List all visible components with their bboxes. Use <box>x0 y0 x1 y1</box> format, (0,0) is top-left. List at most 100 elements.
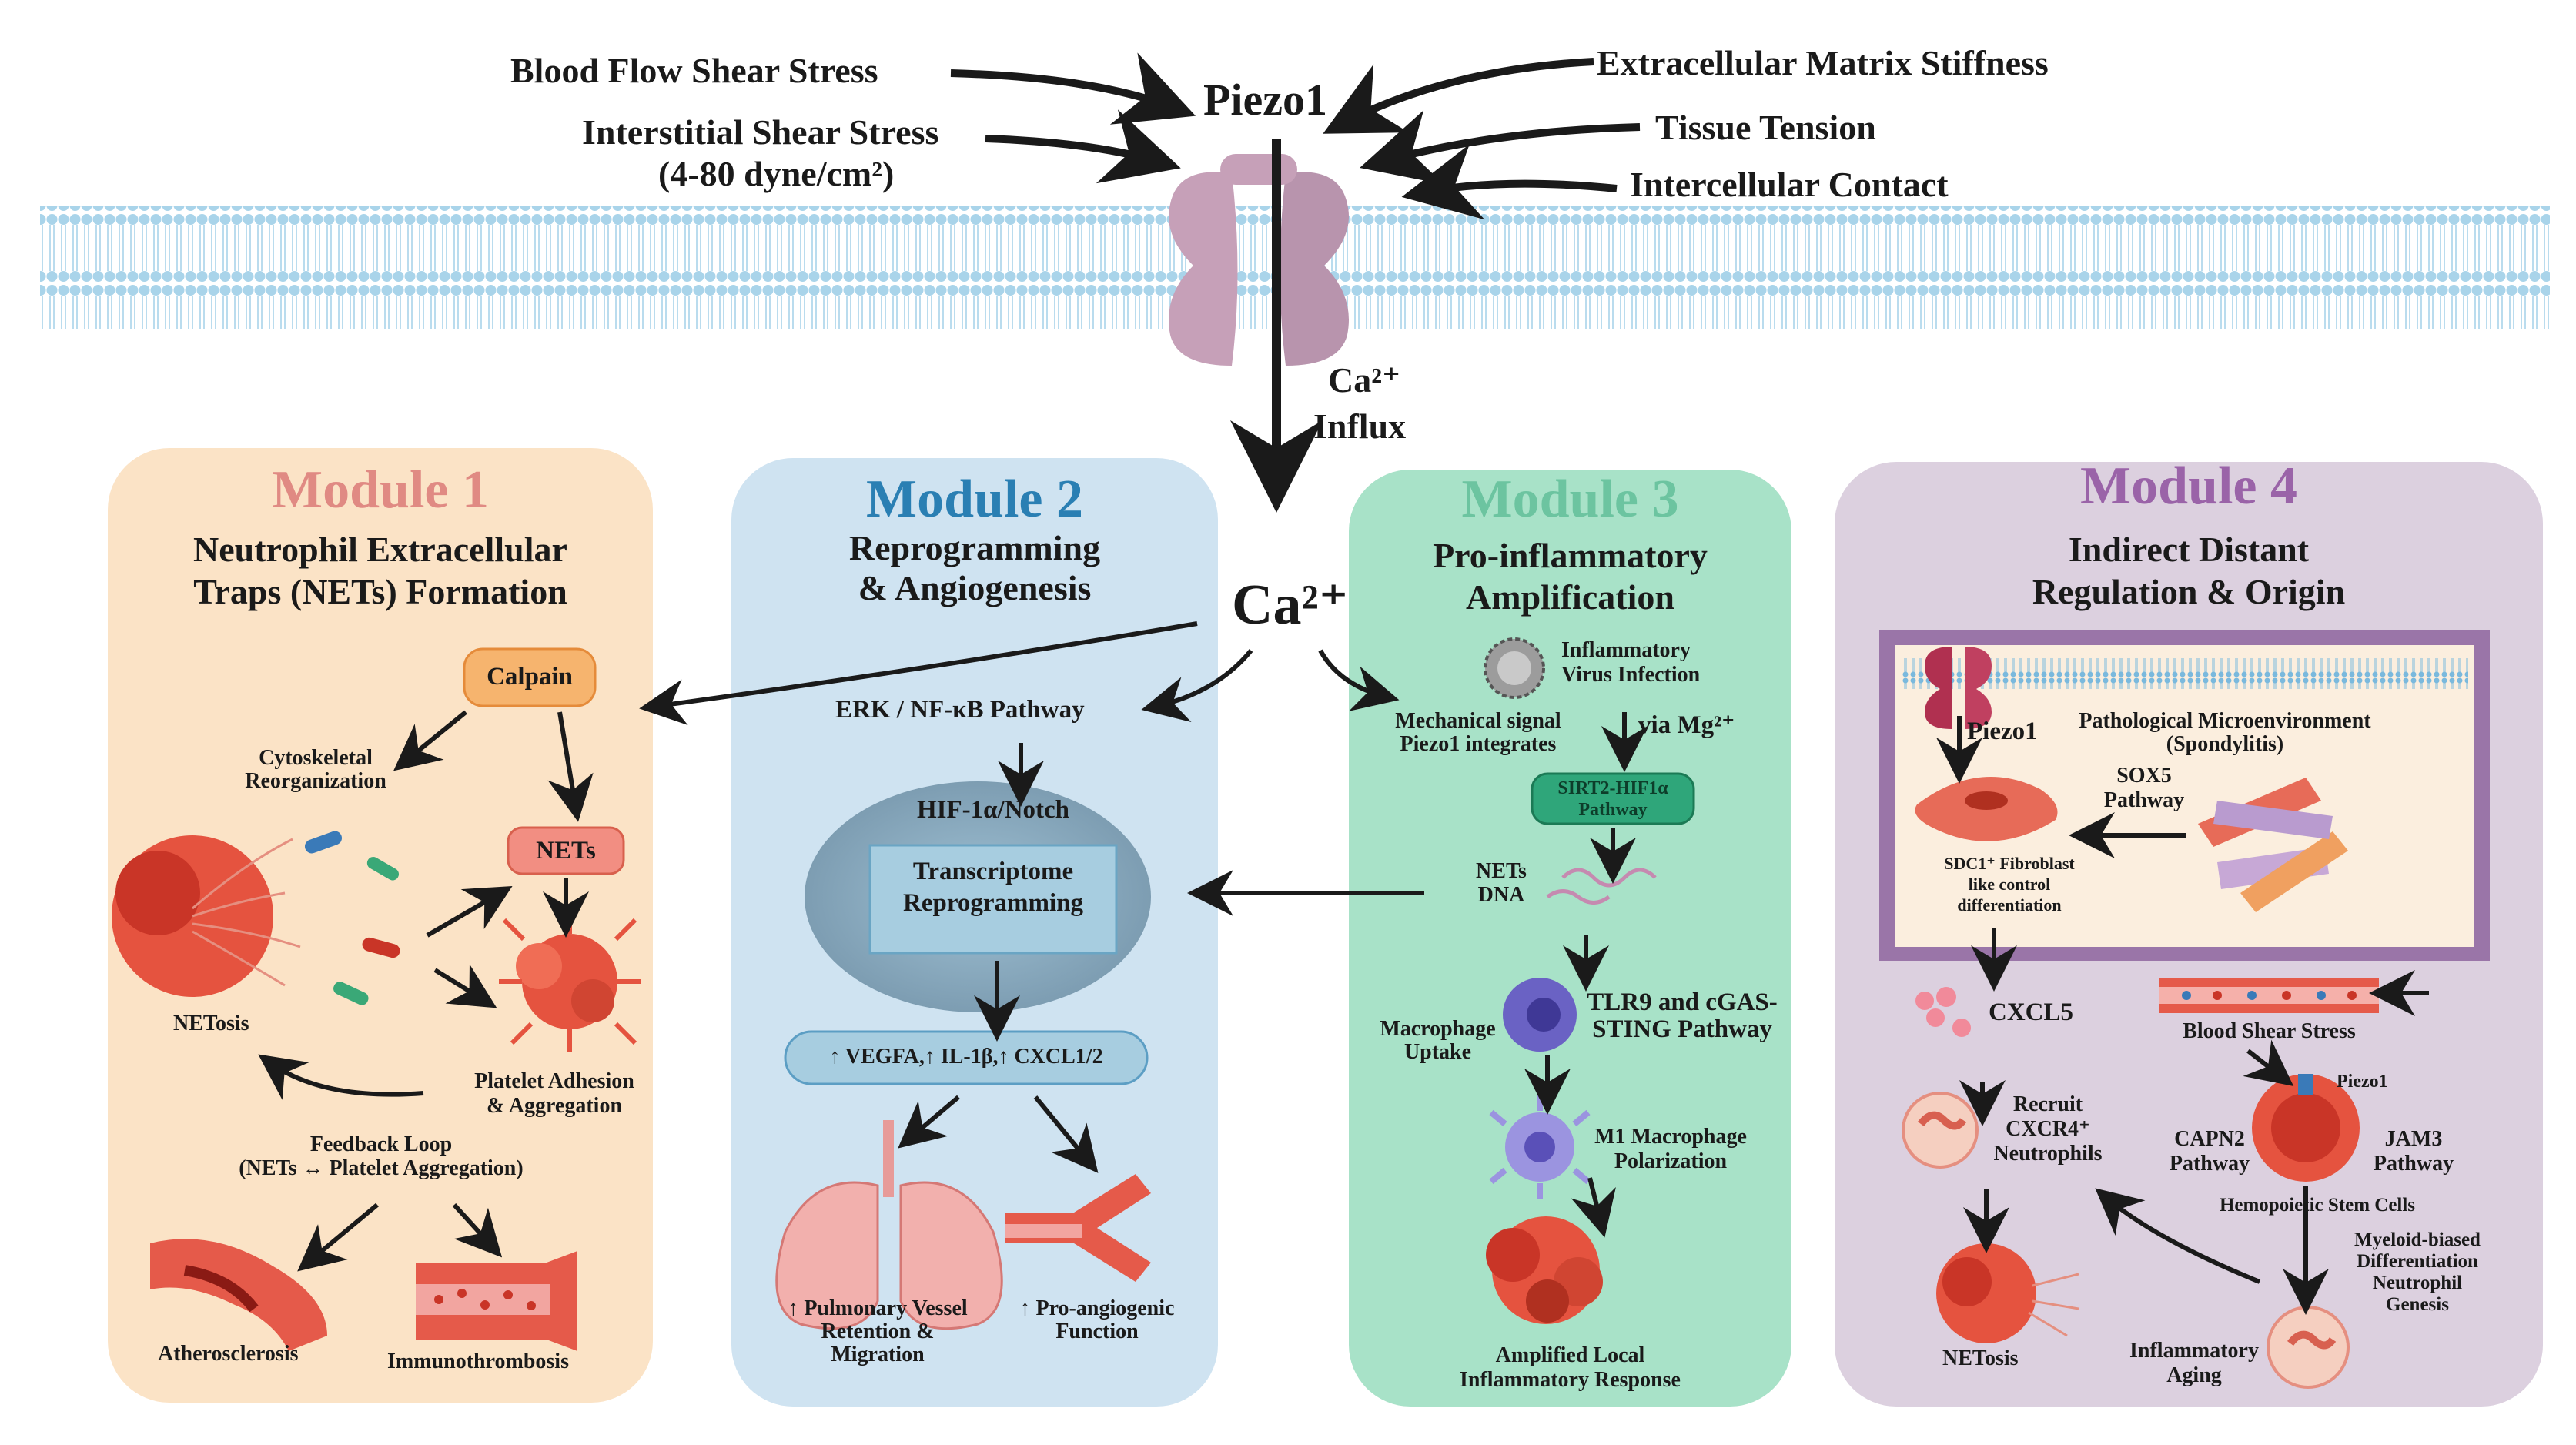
dna-strand-icon <box>1546 868 1657 905</box>
input-tissue: Tissue Tension <box>1655 108 1876 147</box>
patho-2: (Spondylitis) <box>2166 732 2284 756</box>
proangio-1: ↑ Pro-angiogenic <box>1019 1296 1175 1320</box>
blood-shear-label: Blood Shear Stress <box>2183 1019 2356 1043</box>
m4-netosis-label: NETosis <box>1942 1346 2019 1370</box>
piezo1-channel-icon <box>1169 154 1349 366</box>
feedback-1: Feedback Loop <box>309 1132 453 1156</box>
platelet-2: & Aggregation <box>486 1094 623 1118</box>
via-mg: via Mg²⁺ <box>1638 711 1735 739</box>
tlr9-2: STING Pathway <box>1592 1015 1772 1043</box>
module4-title: Module 4 <box>2080 457 2297 516</box>
module1-subtitle-1: Neutrophil Extracellular <box>193 530 567 569</box>
jam3-2: Pathway <box>2373 1152 2454 1176</box>
sirt2-box <box>1531 772 1695 825</box>
macrophage-uptake-1: Macrophage <box>1380 1017 1496 1041</box>
inflammatory-tissue-icon <box>1486 1216 1603 1324</box>
module2-subtitle-2: & Angiogenesis <box>858 568 1092 607</box>
pulmonary-1: ↑ Pulmonary Vessel <box>788 1296 968 1320</box>
mech-1: Mechanical signal <box>1395 709 1561 733</box>
nets-label: NETs <box>536 837 596 865</box>
input-interstitial-range: (4-80 dyne/cm²) <box>658 154 895 193</box>
vegfa-label: ↑ VEGFA,↑ IL-1β,↑ CXCL1/2 <box>829 1045 1103 1069</box>
myeloid-neutrophil-icon <box>2267 1306 2350 1389</box>
vegfa-box <box>784 1030 1149 1085</box>
myeloid-1: Myeloid-biased <box>2354 1229 2481 1250</box>
sirt2-1: SIRT2-HIF1α <box>1557 778 1668 798</box>
sdc1-2: like control <box>1968 875 2051 894</box>
inset-piezo1-icon <box>1925 647 1992 729</box>
netosis-cell-icon <box>112 831 400 1005</box>
inset-piezo1: Piezo1 <box>1967 717 2038 745</box>
influx-label: Influx <box>1313 406 1407 446</box>
cytoskeletal-2: Reorganization <box>245 769 386 793</box>
input-interstitial: Interstitial Shear Stress <box>582 112 939 152</box>
inset-membrane <box>1902 658 2468 689</box>
feedback-2: (NETs ↔ Platelet Aggregation) <box>239 1156 524 1180</box>
piezo1-title: Piezo1 <box>1203 75 1328 125</box>
input-blood-flow: Blood Flow Shear Stress <box>510 51 878 90</box>
atherosclerosis-vessel-icon <box>150 1239 327 1351</box>
nets-dna-1: NETs <box>1476 859 1527 883</box>
macrophage-uptake-2: Uptake <box>1403 1040 1472 1064</box>
platelet-1: Platelet Adhesion <box>474 1069 634 1093</box>
virus-icon <box>1484 637 1545 699</box>
ca-center: Ca²⁺ <box>1232 574 1349 637</box>
m1-2: Polarization <box>1614 1149 1728 1173</box>
cxcl5-label: CXCL5 <box>1989 998 2074 1026</box>
input-ecm: Extracellular Matrix Stiffness <box>1597 43 2049 82</box>
angiogenic-vessel-icon <box>1005 1174 1151 1282</box>
capn2-1: CAPN2 <box>2174 1127 2245 1151</box>
module1-subtitle-2: Traps (NETs) Formation <box>193 572 567 611</box>
cxcl5-dots-icon <box>1915 987 1971 1037</box>
m1-macrophage-icon <box>1489 1095 1591 1199</box>
module2-subtitle-1: Reprogramming <box>848 528 1101 567</box>
erk-pathway: ERK / NF-κB Pathway <box>835 696 1085 724</box>
input-intercellular: Intercellular Contact <box>1630 165 1949 204</box>
cytoskeletal-1: Cytoskeletal <box>259 746 373 770</box>
sdc1-1: SDC1⁺ Fibroblast <box>1944 854 2075 873</box>
hsc-cell-icon <box>2252 1074 2360 1182</box>
virus-2: Virus Infection <box>1561 663 1701 687</box>
sox5-2: Pathway <box>2103 788 2185 812</box>
module3-subtitle-1: Pro-inflammatory <box>1433 536 1708 575</box>
module4-subtitle-1: Indirect Distant <box>2068 530 2310 569</box>
amplified-1: Amplified Local <box>1495 1343 1645 1367</box>
aging-2: Aging <box>2166 1363 2222 1387</box>
myeloid-2: Differentiation <box>2357 1251 2478 1272</box>
module4-subtitle-2: Regulation & Origin <box>2032 572 2346 611</box>
immunothrombosis-vessel-icon <box>416 1251 577 1351</box>
recruit-1: Recruit <box>2012 1092 2083 1116</box>
tlr9-1: TLR9 and cGAS- <box>1587 988 1778 1016</box>
sdc1-3: differentiation <box>1957 895 2062 915</box>
transcriptome-box <box>868 844 1118 955</box>
proangio-2: Function <box>1055 1320 1139 1343</box>
m1-1: M1 Macrophage <box>1594 1125 1747 1149</box>
mech-2: Piezo1 integrates <box>1400 732 1557 756</box>
transcriptome-2: Reprogramming <box>902 889 1084 917</box>
virus-1: Inflammatory <box>1561 638 1691 662</box>
nets-dna-2: DNA <box>1477 883 1525 907</box>
aging-1: Inflammatory <box>2129 1339 2259 1363</box>
patho-1: Pathological Microenvironment <box>2079 709 2371 733</box>
module3-subtitle-2: Amplification <box>1466 577 1674 617</box>
module1-title: Module 1 <box>272 460 489 520</box>
amplified-2: Inflammatory Response <box>1460 1368 1681 1392</box>
piezo1-small: Piezo1 <box>2337 1072 2388 1092</box>
calpain-label: Calpain <box>487 663 573 691</box>
neutrophil-icon <box>1902 1092 1979 1169</box>
transcriptome-1: Transcriptome <box>912 858 1074 885</box>
recruit-2: CXCR4⁺ <box>2006 1117 2090 1141</box>
jam3-1: JAM3 <box>2384 1127 2443 1151</box>
fibroblast-cluster-icon <box>2198 778 2348 912</box>
calpain-box <box>463 647 597 707</box>
hif-label: HIF-1α/Notch <box>916 796 1070 824</box>
module3-title: Module 3 <box>1461 470 1679 529</box>
hsc-label: Hemopoietic Stem Cells <box>2219 1195 2416 1216</box>
capn2-2: Pathway <box>2169 1152 2250 1176</box>
immunothrombosis-label: Immunothrombosis <box>387 1350 569 1373</box>
myeloid-3: Neutrophil <box>2372 1273 2463 1293</box>
module3-panel <box>1349 470 1791 1407</box>
platelet-aggregate-icon <box>499 911 641 1052</box>
